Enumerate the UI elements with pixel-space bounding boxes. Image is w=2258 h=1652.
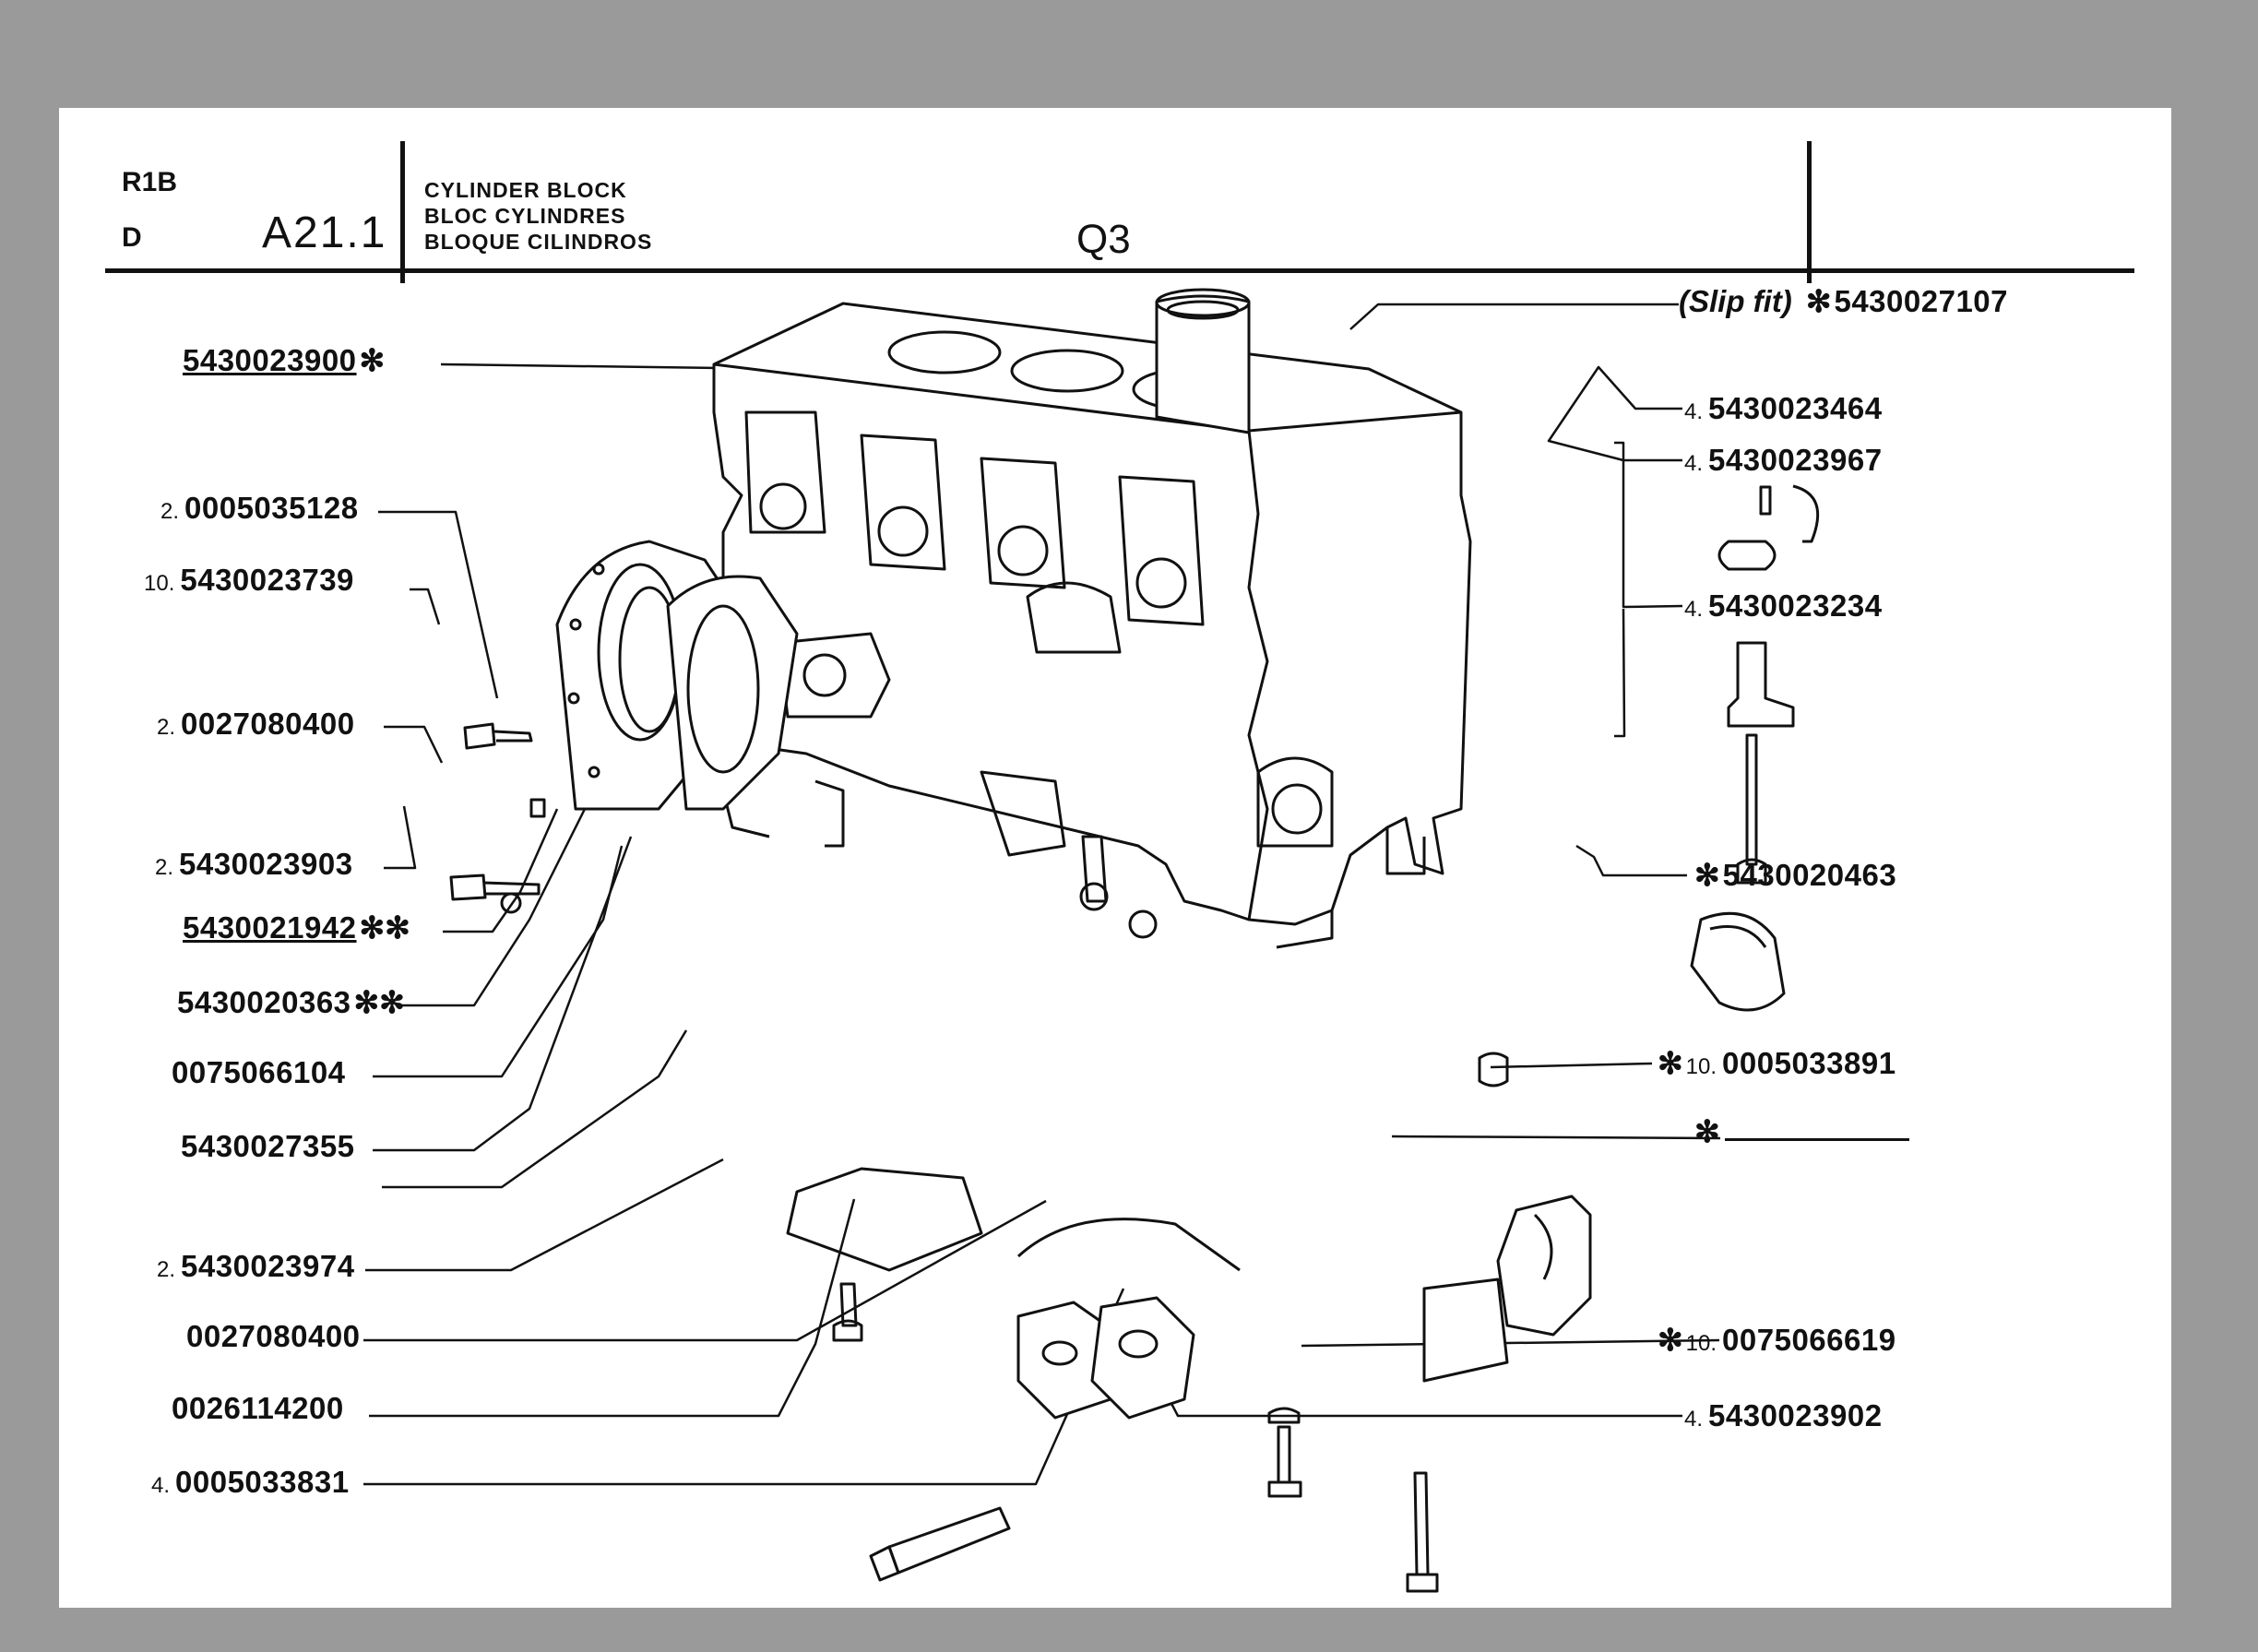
part-label-5430023464: 4.5430023464	[1684, 391, 1883, 425]
part-label-5430023974: 2.5430023974	[157, 1249, 355, 1283]
part-label-5430020363: 5430020363✻✻	[177, 985, 405, 1019]
part-label-5430020463: ✻5430020463	[1694, 858, 1897, 892]
part-label-0027080400: 2.0027080400	[157, 707, 355, 741]
title-en: CYLINDER BLOCK	[424, 178, 627, 202]
parts-catalog-sheet: R1B D A21.1 CYLINDER BLOCK BLOC CYLINDRE…	[59, 108, 2171, 1608]
title-es: BLOQUE CILINDROS	[424, 230, 653, 254]
part-label-5430027107: (Slip fit)✻5430027107	[1679, 284, 2008, 318]
header-rule	[105, 268, 2134, 273]
blank-code-line	[1725, 1138, 1909, 1141]
part-label-unspecified: ✻	[1694, 1114, 1720, 1148]
part-label-5430027355: 5430027355	[181, 1129, 355, 1163]
part-label-5430021942: 5430021942✻✻	[183, 910, 410, 945]
variant-code: Q3	[1076, 217, 1131, 262]
section-number: A21.1	[262, 208, 387, 257]
part-label-0005033891: ✻10.0005033891	[1658, 1046, 1896, 1080]
part-label-5430023900: 5430023900✻	[183, 343, 386, 377]
leader-lines	[363, 303, 1721, 1486]
small-parts	[449, 484, 1820, 1593]
part-label-5430023234: 4.5430023234	[1684, 588, 1883, 623]
part-label-0075066104: 0075066104	[172, 1055, 346, 1089]
model-variant: D	[122, 222, 142, 253]
part-label-5430023967: 4.5430023967	[1684, 443, 1883, 477]
engine-block	[712, 288, 1472, 949]
part-label-5430023903: 2.5430023903	[155, 847, 353, 881]
part-label-0026114200: 0026114200	[172, 1391, 344, 1425]
part-label-0005033831: 4.0005033831	[151, 1465, 350, 1499]
title-fr: BLOC CYLINDRES	[424, 204, 626, 228]
part-label-0005035128: 2.0005035128	[160, 491, 359, 525]
rear-oil-seal-housing	[555, 540, 799, 811]
part-label-5430023902: 4.5430023902	[1684, 1398, 1883, 1432]
exploded-view-drawing	[363, 288, 1820, 1593]
part-label-0027080400-b: 0027080400	[186, 1319, 361, 1353]
header-divider	[400, 141, 405, 283]
part-label-0075066619: ✻10.0075066619	[1658, 1323, 1896, 1357]
model-code: R1B	[122, 167, 178, 197]
header-divider-right	[1807, 141, 1812, 283]
part-label-5430023739: 10.5430023739	[144, 563, 354, 597]
